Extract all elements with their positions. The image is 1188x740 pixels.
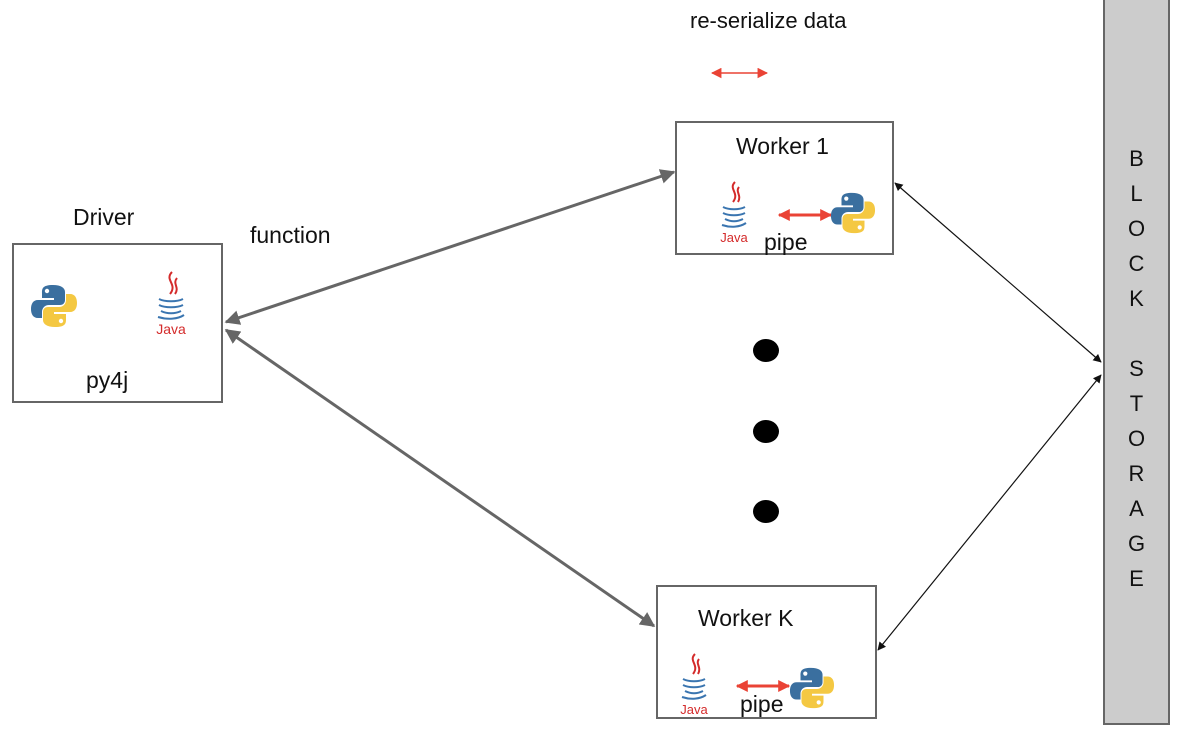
python-icon <box>789 667 835 709</box>
java-icon-text: Java <box>720 230 748 245</box>
java-icon: Java <box>156 271 186 337</box>
workerk-title: Worker K <box>698 605 794 631</box>
ellipsis-dot <box>753 339 779 362</box>
java-icon-text: Java <box>680 702 708 717</box>
workerk-pipe-label: pipe <box>740 691 784 717</box>
java-icon-text: Java <box>156 321 186 337</box>
driver-workerk-arrow <box>224 328 656 628</box>
python-icon <box>830 192 876 234</box>
function-edge-label: function <box>250 222 331 248</box>
workerk-storage-arrow <box>877 374 1102 651</box>
worker1-title: Worker 1 <box>736 133 829 159</box>
storage-letter: A <box>1129 496 1144 521</box>
driver-title: Driver <box>73 204 135 230</box>
block-storage: B L O C K S T O R A G E <box>1103 0 1170 725</box>
storage-letter: T <box>1129 391 1144 416</box>
storage-letter: O <box>1127 216 1146 241</box>
storage-letter: C <box>1128 251 1145 276</box>
workerk-box: Worker K pipe <box>656 585 877 719</box>
workerk-pipe-arrow <box>735 680 791 692</box>
storage-letter: E <box>1129 566 1144 591</box>
worker1-pipe-arrow <box>777 209 833 221</box>
storage-letter: S <box>1129 356 1144 381</box>
storage-letter: G <box>1127 531 1146 556</box>
ellipsis-dot <box>753 500 779 523</box>
python-icon <box>31 285 77 327</box>
worker1-storage-arrow <box>894 182 1102 363</box>
java-icon: Java <box>680 653 708 717</box>
storage-letter: O <box>1127 426 1146 451</box>
driver-py4j-label: py4j <box>86 367 129 393</box>
storage-letter: B <box>1129 146 1144 171</box>
storage-letter: L <box>1130 181 1143 206</box>
ellipsis-dot <box>753 420 779 443</box>
java-icon: Java <box>720 181 748 245</box>
legend-reserialize-label: re-serialize data <box>690 8 847 33</box>
worker1-pipe-label: pipe <box>764 229 808 255</box>
storage-letter: K <box>1129 286 1144 311</box>
storage-letter: R <box>1128 461 1145 486</box>
driver-worker1-arrow <box>224 169 676 325</box>
